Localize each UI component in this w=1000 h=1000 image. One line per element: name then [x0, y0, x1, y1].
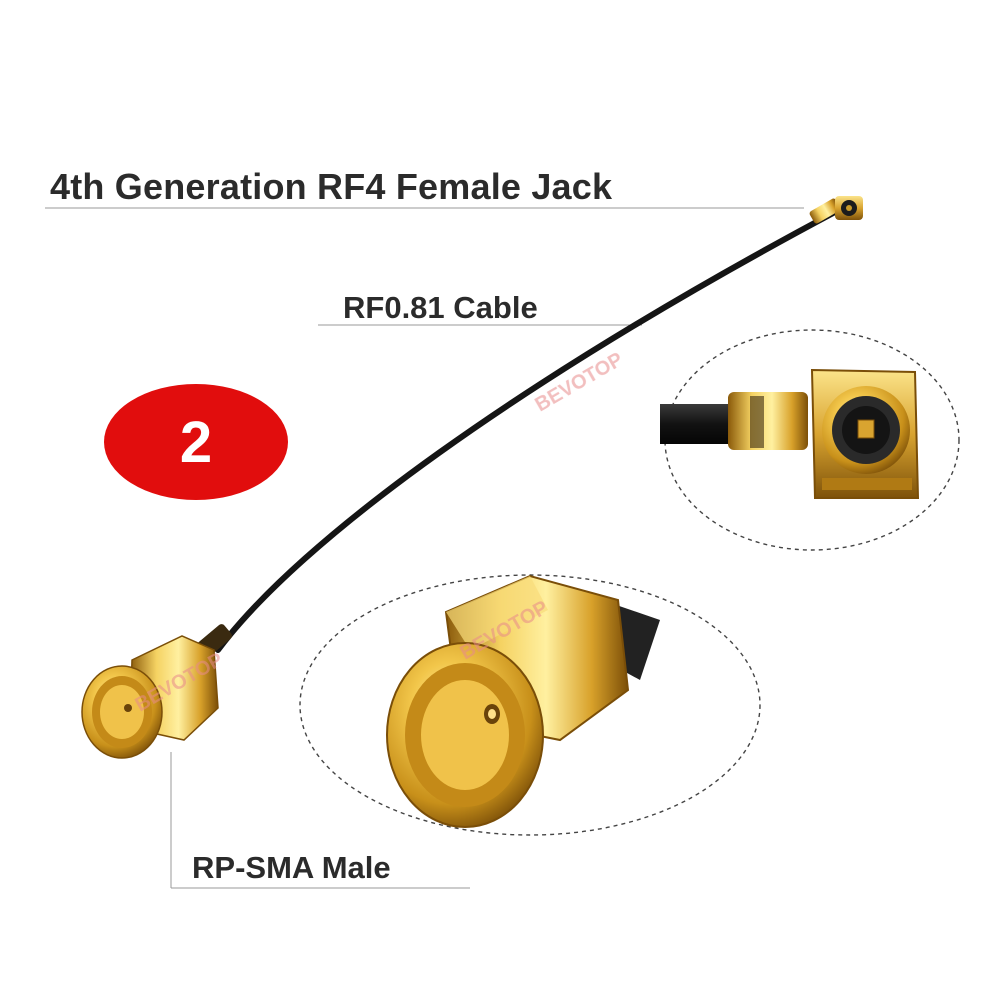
rf4-jack-small — [809, 196, 863, 224]
rf-cable — [215, 209, 838, 653]
rp-sma-connector — [81, 624, 232, 759]
connector-label: RP-SMA Male — [192, 850, 391, 885]
cable-label: RF0.81 Cable — [343, 290, 538, 325]
guide-lines — [45, 207, 804, 889]
variant-number-badge: 2 — [104, 384, 288, 500]
jack-title-label: 4th Generation RF4 Female Jack — [50, 166, 613, 207]
jack-zoom-detail — [660, 368, 920, 499]
sma-zoom-detail — [386, 574, 660, 828]
